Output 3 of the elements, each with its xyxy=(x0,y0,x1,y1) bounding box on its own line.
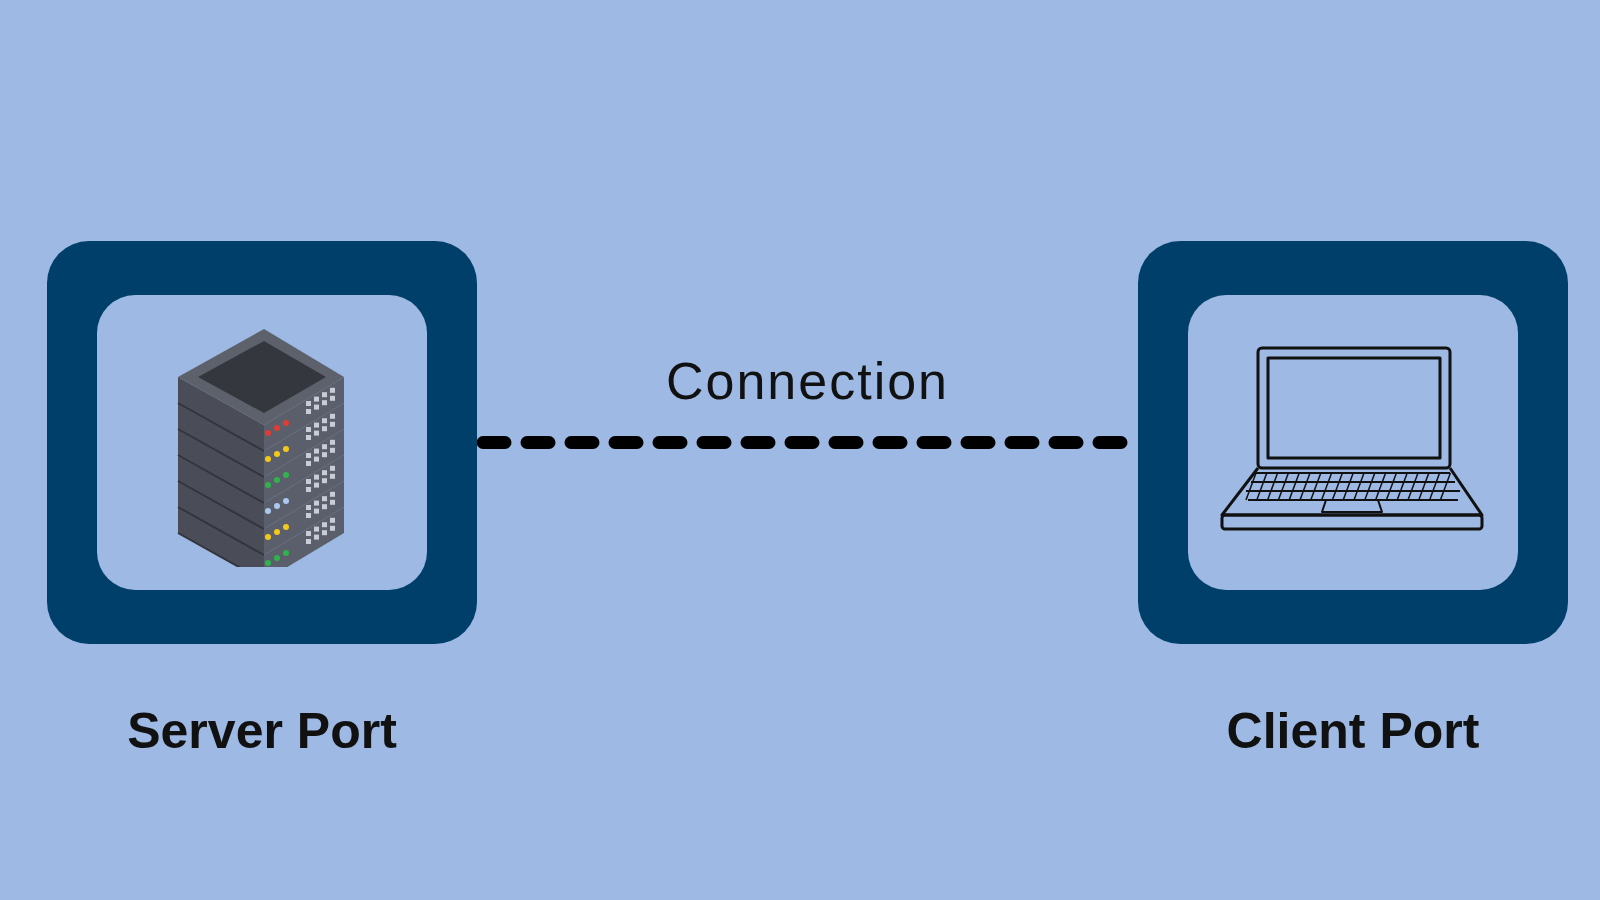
port-label: Server Port xyxy=(126,702,398,760)
edge-label: Connection xyxy=(665,350,950,411)
port-label: Client Port xyxy=(1225,702,1481,760)
